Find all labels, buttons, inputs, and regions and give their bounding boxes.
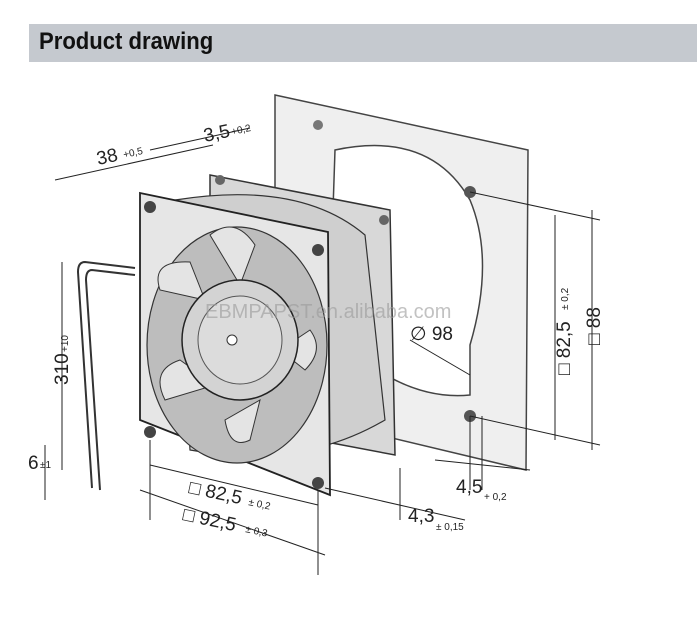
mounting-hole xyxy=(312,244,324,256)
fan-blade xyxy=(159,359,217,401)
fan-hub-center xyxy=(197,295,283,385)
watermark: EBMPAPST.en.alibaba.com xyxy=(205,301,451,323)
dim-hole-spacing-v: □ 82,5 xyxy=(554,321,575,375)
fan-blade xyxy=(279,329,317,371)
dim-depth-tol: +0,5 xyxy=(122,146,144,161)
mounting-hole xyxy=(215,175,225,185)
mounting-hole xyxy=(379,215,389,225)
fan-blade xyxy=(224,398,261,443)
cable-wire xyxy=(76,260,136,489)
mounting-hole xyxy=(144,426,156,438)
dim-hole-spacing-h-tol: ± 0,2 xyxy=(247,497,271,512)
dim-strip: 6 xyxy=(28,453,39,474)
fan-blade xyxy=(209,226,256,287)
dim-strip-tol: ±1 xyxy=(40,460,51,471)
cable-wire xyxy=(84,268,136,491)
dim-flange-tol: +0,2 xyxy=(230,123,252,138)
dim-panel-hole-tol: + 0,2 xyxy=(484,492,507,503)
mounting-hole xyxy=(312,477,324,489)
dim-flange: 3,5 xyxy=(202,121,232,147)
dim-hole-diameter: ∅ 98 xyxy=(410,324,453,345)
fan-shaft xyxy=(226,334,238,346)
dim-mount-hole-tol: ± 0,15 xyxy=(436,522,464,533)
dim-hole-spacing-v-tol: ± 0,2 xyxy=(560,287,571,310)
dim-frame-size: □ 92,5 xyxy=(181,504,238,536)
dim-hole-spacing-h: □ 82,5 xyxy=(187,477,244,509)
dim-depth: 38 xyxy=(95,145,120,170)
dim-cable-length: 310 xyxy=(52,353,73,385)
panel-hole-topleft xyxy=(313,120,323,130)
section-title: Product drawing xyxy=(39,28,214,55)
mounting-hole xyxy=(144,201,156,213)
dim-panel-hole: 4,5 xyxy=(456,477,482,498)
dim-frame-size-tol: ± 0,3 xyxy=(244,524,268,539)
dim-mount-hole: 4,3 xyxy=(408,506,434,527)
dim-cable-length-tol: +10 xyxy=(60,335,71,352)
fan-blade xyxy=(157,261,206,301)
dim-panel-size: □ 88 xyxy=(584,307,605,345)
section-header: Product drawing xyxy=(29,24,697,62)
